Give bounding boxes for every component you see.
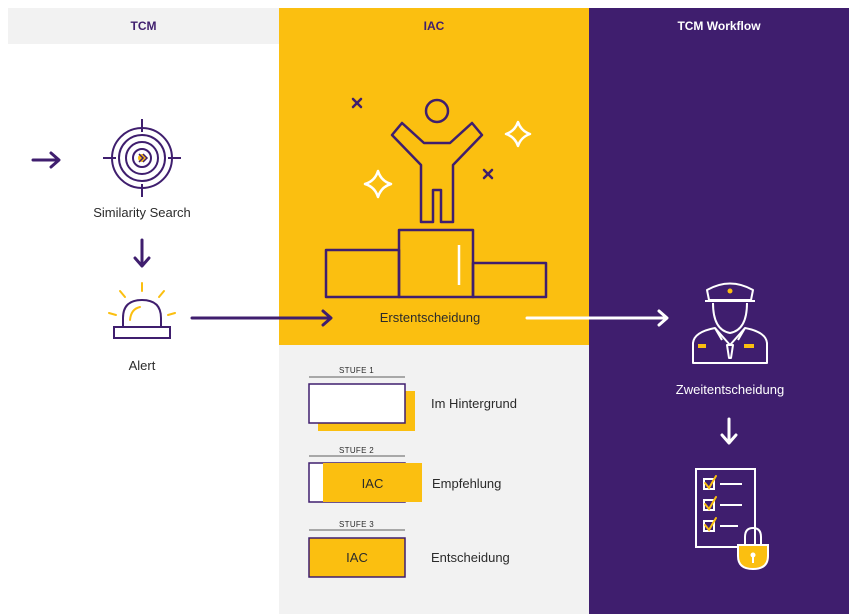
arrow-down-icon bbox=[720, 417, 738, 445]
header-tcm-workflow: TCM Workflow bbox=[677, 19, 761, 33]
second-decision-label: Zweitentscheidung bbox=[675, 382, 785, 397]
stage-2-box bbox=[308, 462, 422, 503]
sparkle-icon bbox=[351, 97, 494, 180]
sparkle-icon bbox=[504, 120, 532, 148]
stage-1-label: Im Hintergrund bbox=[431, 396, 517, 411]
stage-3-box-text: IAC bbox=[346, 550, 368, 565]
stage-2-label: Empfehlung bbox=[432, 476, 502, 491]
decision-to-workflow-arrow-icon bbox=[525, 309, 669, 327]
stage-3-tag: STUFE 3 bbox=[339, 520, 374, 529]
stage-1-box bbox=[308, 383, 415, 431]
header-iac: IAC bbox=[423, 19, 445, 33]
alert-to-decision-arrow-icon bbox=[190, 309, 333, 327]
stage-2-tag: STUFE 2 bbox=[339, 446, 374, 455]
header-tcm: TCM bbox=[130, 19, 157, 33]
alarm-light-icon bbox=[108, 282, 176, 339]
winner-podium-icon bbox=[324, 98, 548, 299]
iac-column bbox=[279, 8, 589, 345]
alert-label: Alert bbox=[128, 358, 156, 373]
stage-2-box-text: IAC bbox=[361, 476, 384, 491]
similarity-search-label: Similarity Search bbox=[93, 205, 191, 220]
stage-3-label: Entscheidung bbox=[431, 550, 510, 565]
arrow-down-icon bbox=[133, 238, 151, 268]
checklist-lock-icon bbox=[695, 468, 769, 571]
sparkle-icon bbox=[363, 169, 393, 199]
officer-icon bbox=[692, 282, 768, 364]
first-decision-label: Erstentscheidung bbox=[379, 310, 481, 325]
target-icon bbox=[103, 119, 181, 197]
entry-arrow-icon bbox=[31, 151, 61, 169]
tcm-header-bg bbox=[8, 8, 279, 44]
stage-3-box bbox=[308, 537, 406, 578]
workflow-column bbox=[589, 8, 849, 614]
stage-1-tag: STUFE 1 bbox=[339, 366, 374, 375]
